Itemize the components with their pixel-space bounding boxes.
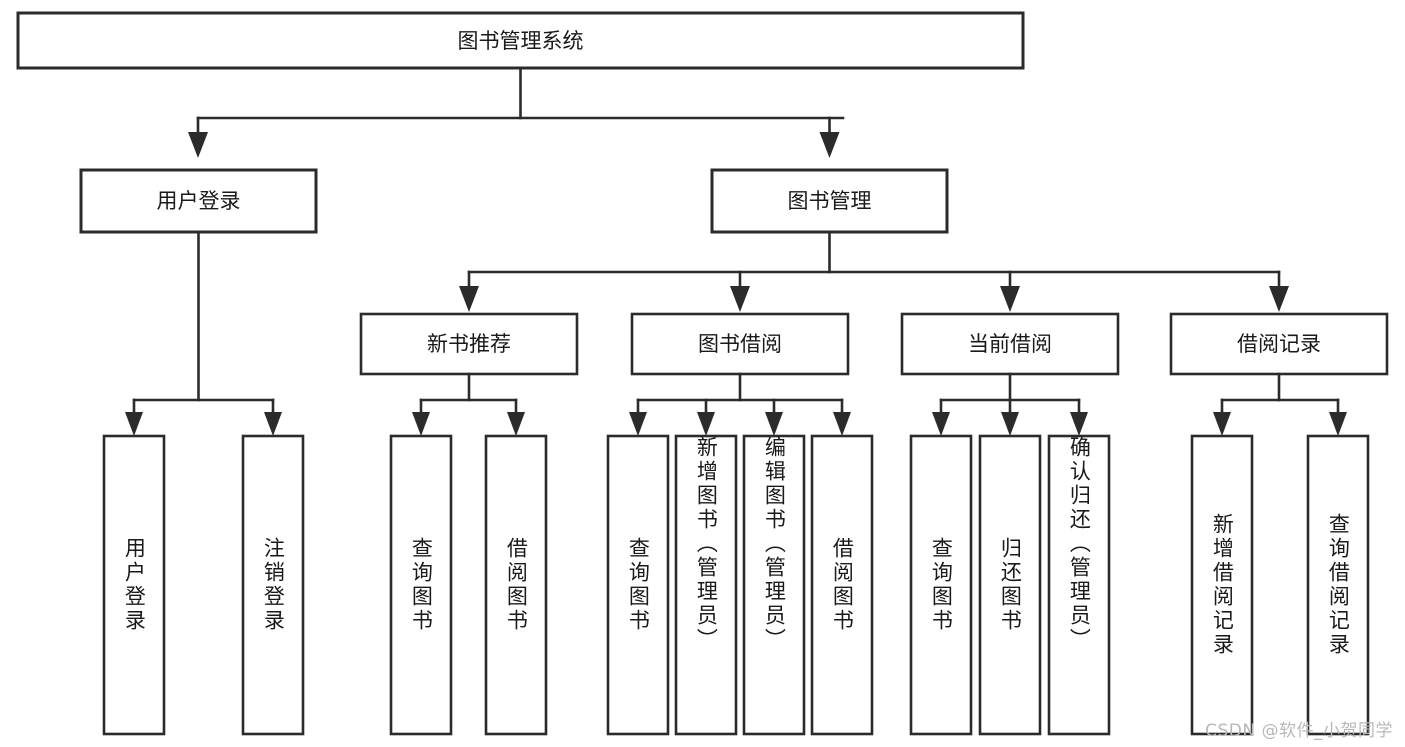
leaf-box-1-1[interactable]	[484, 434, 548, 736]
arrow-leaf-0-0	[125, 412, 143, 436]
connector-group-borrow-record	[1213, 372, 1347, 436]
node-root[interactable]: 图书管理系统	[16, 11, 1025, 70]
arrow-leaf-4-0	[1213, 412, 1231, 436]
arrow-leaf-3-1	[1001, 412, 1019, 436]
leaf-box-3-1[interactable]	[978, 434, 1042, 736]
csdn-watermark: CSDN @软件_小贺同学	[1205, 721, 1393, 741]
arrow-to-current-borrow	[1000, 286, 1020, 312]
level2-label-0: 用户登录	[157, 189, 241, 213]
arrow-leaf-3-0	[932, 412, 950, 436]
root-label: 图书管理系统	[458, 29, 584, 53]
leaf-box-3-0[interactable]	[909, 434, 973, 736]
connector-group-user-login	[125, 230, 282, 436]
connector-group-book-borrow	[629, 372, 851, 436]
level3-box-0[interactable]	[359, 312, 579, 376]
arrow-to-borrow-record	[1269, 286, 1289, 312]
level3-label-2: 当前借阅	[968, 332, 1052, 356]
leaf-box-4-0[interactable]	[1190, 434, 1254, 736]
level2-box-0[interactable]	[79, 168, 318, 234]
level3-label-1: 图书借阅	[698, 332, 782, 356]
arrow-leaf-0-1	[264, 412, 282, 436]
node-borrow-record[interactable]: 借阅记录	[1169, 312, 1389, 376]
leaf-box-2-1[interactable]	[674, 434, 738, 736]
node-new-book-recommend[interactable]: 新书推荐	[359, 312, 579, 376]
level2-label-1: 图书管理	[788, 189, 872, 213]
level3-label-3: 借阅记录	[1237, 332, 1321, 356]
node-user-login[interactable]: 用户登录	[79, 168, 318, 234]
leaf-box-4-1[interactable]	[1306, 434, 1370, 736]
node-book-manage[interactable]: 图书管理	[710, 168, 949, 234]
arrow-leaf-2-1	[697, 412, 715, 436]
leaf-box-2-0[interactable]	[606, 434, 670, 736]
arrow-to-user-login	[188, 132, 208, 158]
arrow-leaf-4-1	[1329, 412, 1347, 436]
connector-bookmanage-to-level3	[459, 230, 1289, 312]
arrow-leaf-1-0	[412, 412, 430, 436]
leaf-box-0-0[interactable]	[102, 434, 166, 736]
connector-group-new-book	[412, 372, 525, 436]
arrow-leaf-2-2	[765, 412, 783, 436]
arrow-to-new-book	[459, 286, 479, 312]
leaf-box-1-0[interactable]	[389, 434, 453, 736]
level3-box-2[interactable]	[900, 312, 1120, 376]
node-current-borrow[interactable]: 当前借阅	[900, 312, 1120, 376]
leaf-box-3-2[interactable]	[1047, 434, 1111, 736]
connector-group-current-borrow	[932, 372, 1088, 436]
arrow-leaf-1-1	[507, 412, 525, 436]
arrow-to-book-manage	[819, 132, 840, 158]
leaf-box-0-1[interactable]	[241, 434, 305, 736]
arrow-leaf-2-3	[833, 412, 851, 436]
arrow-to-book-borrow	[730, 286, 750, 312]
level3-label-0: 新书推荐	[427, 332, 511, 356]
root-box[interactable]	[16, 11, 1025, 70]
leaf-box-2-2[interactable]	[742, 434, 806, 736]
connector-root-to-level2	[188, 66, 845, 158]
arrow-leaf-3-2	[1070, 412, 1088, 436]
leaf-box-2-3[interactable]	[810, 434, 874, 736]
arrow-leaf-2-0	[629, 412, 647, 436]
node-book-borrow[interactable]: 图书借阅	[630, 312, 850, 376]
